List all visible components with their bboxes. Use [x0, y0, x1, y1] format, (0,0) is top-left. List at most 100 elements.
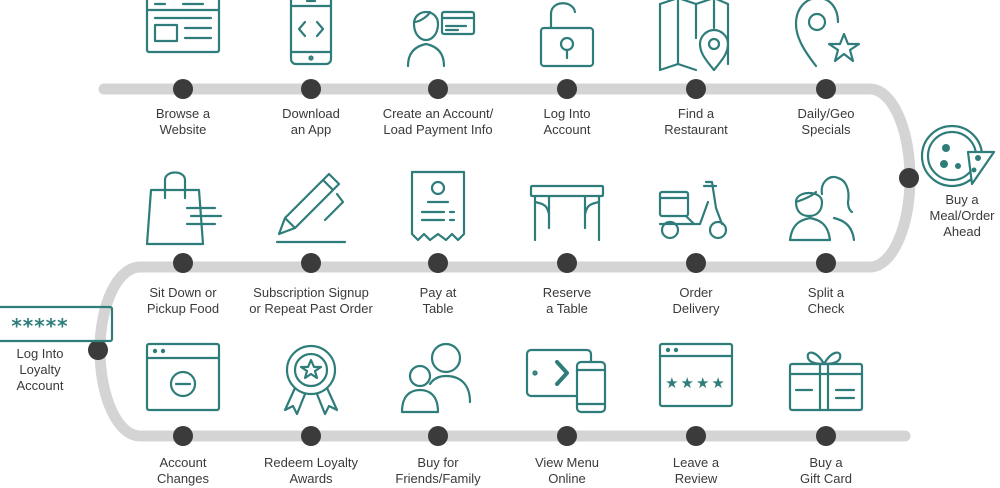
journey-dot-delivery: [686, 253, 706, 273]
step-label-line: Restaurant: [664, 122, 728, 137]
award-ribbon-icon: [271, 340, 351, 420]
step-label-line: Review: [674, 471, 718, 486]
journey-dot-account: [428, 79, 448, 99]
step-label-line: Account: [543, 122, 591, 137]
mobile-app-code-icon: [271, 0, 351, 74]
password-field-icon: *****: [0, 283, 114, 363]
pizza-icon: [918, 116, 998, 196]
journey-dot-subscription: [301, 253, 321, 273]
step-label-line: Order: [679, 285, 713, 300]
journey-dot-specials: [816, 79, 836, 99]
table-icon: [527, 168, 607, 248]
browser-window-icon: [143, 0, 223, 74]
step-label-line: Friends/Family: [395, 471, 481, 486]
step-label-line: or Repeat Past Order: [249, 301, 373, 316]
step-label-line: Browse a: [155, 106, 211, 121]
step-label-line: Redeem Loyalty: [264, 455, 358, 470]
step-label-line: Find a: [677, 106, 715, 121]
step-label-line: Pay at: [419, 285, 457, 300]
step-label-line: Delivery: [672, 301, 720, 316]
step-label-line: Subscription Signup: [253, 285, 369, 300]
step-label-line: Account: [16, 378, 64, 393]
step-label-line: a Table: [546, 301, 588, 316]
journey-dot-friends: [428, 426, 448, 446]
journey-line: [94, 83, 916, 442]
step-label-line: Buy for: [417, 455, 459, 470]
step-label-line: Download: [282, 106, 340, 121]
journey-dot-pay: [428, 253, 448, 273]
step-label-line: Sit Down or: [149, 285, 217, 300]
browser-stars-text: ★★★★: [665, 374, 727, 392]
user-payment-card-icon: [398, 0, 478, 74]
shopping-bag-icon: [143, 168, 223, 248]
step-label-line: Daily/Geo: [797, 106, 855, 121]
step-label-line: Leave a: [672, 455, 720, 470]
journey-dot-reserve: [557, 253, 577, 273]
step-label-line: Reserve: [542, 285, 592, 300]
step-label-line: Split a: [807, 285, 845, 300]
step-label-line: Buy a: [945, 192, 979, 207]
two-people-icon: [786, 168, 866, 248]
step-label-line: Loyalty: [19, 362, 61, 377]
step-label-line: Specials: [801, 122, 851, 137]
gift-card-icon: [786, 340, 866, 420]
browser-stars-icon: ★★★★: [656, 340, 736, 420]
journey-dot-loyaltylogin: [88, 340, 108, 360]
journey-dot-menu: [557, 426, 577, 446]
step-label-line: Awards: [289, 471, 333, 486]
journey-dot-sitdown: [173, 253, 193, 273]
browser-minus-icon: [143, 340, 223, 420]
step-label-line: an App: [290, 122, 332, 137]
journey-dot-redeem: [301, 426, 321, 446]
location-star-icon: [786, 0, 866, 74]
step-label-line: Log Into: [543, 106, 591, 121]
journey-dot-split: [816, 253, 836, 273]
journey-dot-buymeal: [899, 168, 919, 188]
step-label-line: Pickup Food: [146, 301, 220, 316]
step-label-line: Meal/Order: [929, 208, 995, 223]
step-label-line: Account: [159, 455, 207, 470]
journey-dot-browse: [173, 79, 193, 99]
step-label-line: Log Into: [16, 346, 64, 361]
unlocked-padlock-icon: [527, 0, 607, 74]
step-label-line: Ahead: [943, 224, 981, 239]
step-label-line: View Menu: [534, 455, 600, 470]
journey-dot-giftcard: [816, 426, 836, 446]
journey-dot-review: [686, 426, 706, 446]
journey-dot-changes: [173, 426, 193, 446]
step-label-line: Website: [159, 122, 207, 137]
journey-dot-download: [301, 79, 321, 99]
tablet-phone-icon: [525, 340, 607, 420]
step-label-line: Load Payment Info: [383, 122, 493, 137]
delivery-scooter-icon: [656, 168, 736, 248]
journey-dot-login: [557, 79, 577, 99]
step-label-line: Online: [548, 471, 586, 486]
step-label-line: Changes: [156, 471, 210, 486]
receipt-icon: [398, 168, 478, 248]
step-label-line: Create an Account/: [382, 106, 494, 121]
step-label-account: Create an Account/Load Payment Info: [363, 106, 513, 138]
pen-signature-icon: [271, 168, 351, 248]
step-label-line: Buy a: [809, 455, 843, 470]
step-label-line: Gift Card: [799, 471, 852, 486]
step-label-line: Table: [422, 301, 454, 316]
